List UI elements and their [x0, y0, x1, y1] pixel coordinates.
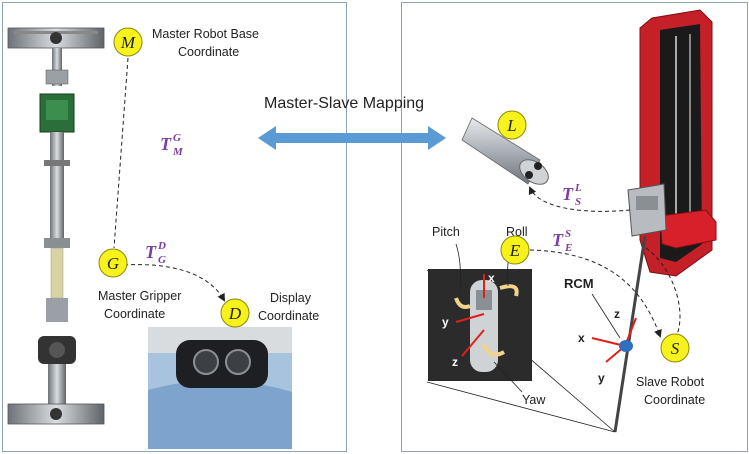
svg-text:T: T: [145, 242, 157, 262]
transform-T-S-L: T L S: [562, 182, 582, 208]
svg-text:T: T: [562, 184, 574, 204]
slave-base-label-2: Coordinate: [644, 393, 705, 407]
rcm-axis-z: z: [614, 307, 620, 321]
endoscope-tip-image: [461, 117, 549, 185]
svg-text:T: T: [552, 230, 564, 250]
svg-text:D: D: [228, 304, 242, 323]
display-label-1: Display: [270, 291, 312, 305]
link-M-G: [113, 57, 129, 249]
svg-text:D: D: [157, 240, 166, 252]
master-gripper-label-1: Master Gripper: [98, 289, 181, 303]
svg-text:L: L: [574, 182, 582, 194]
link-S-L: [528, 186, 631, 212]
inset-axis-x: x: [488, 271, 495, 285]
yaw-leader-line: [493, 361, 523, 393]
pitch-leader-line: [455, 243, 461, 291]
svg-text:M: M: [172, 146, 184, 158]
master-base-label-1: Master Robot Base: [152, 27, 259, 41]
node-S: S: [660, 333, 690, 363]
transform-T-G-D: T D G: [145, 240, 166, 266]
link-G-D: [123, 264, 225, 302]
inset-axis-y: y: [442, 315, 449, 329]
svg-text:G: G: [158, 254, 166, 266]
mapping-label: Master-Slave Mapping: [264, 95, 424, 112]
rcm-label: RCM: [564, 276, 594, 291]
slave-robot-illustration: [613, 9, 717, 433]
master-slave-arrow: [258, 126, 446, 150]
svg-text:S: S: [671, 339, 680, 358]
svg-text:G: G: [107, 254, 119, 273]
master-gripper-label-2: Coordinate: [104, 307, 165, 321]
transform-T-E-S: T S E: [552, 228, 572, 254]
svg-text:S: S: [575, 196, 581, 208]
link-E-S: [529, 249, 662, 338]
transform-T-M-G: T G M: [160, 132, 184, 158]
yaw-label: Yaw: [522, 393, 546, 407]
svg-text:T: T: [160, 134, 172, 154]
node-M: M: [113, 27, 143, 57]
slave-base-label-1: Slave Robot: [636, 375, 705, 389]
svg-text:G: G: [173, 132, 181, 144]
inset-axis-z: z: [452, 355, 458, 369]
master-base-label-2: Coordinate: [178, 45, 239, 59]
node-D: D: [220, 298, 250, 328]
rcm-leader-line: [591, 293, 621, 339]
svg-text:M: M: [120, 33, 136, 52]
svg-text:L: L: [506, 116, 516, 135]
node-L: L: [497, 110, 527, 140]
node-G: G: [98, 248, 128, 278]
svg-text:E: E: [564, 242, 572, 254]
roll-label: Roll: [506, 225, 528, 239]
end-effector-inset: x y z: [426, 269, 616, 433]
rcm-axis-y: y: [598, 371, 605, 385]
display-label-2: Coordinate: [258, 309, 319, 323]
rcm-frame: z x y: [578, 307, 637, 385]
svg-text:E: E: [509, 241, 521, 260]
display-headset-photo: [148, 327, 292, 449]
pitch-label: Pitch: [432, 225, 460, 239]
svg-text:S: S: [565, 228, 571, 240]
master-robot-illustration: [7, 27, 105, 425]
node-E: E: [500, 235, 530, 265]
rcm-axis-x: x: [578, 331, 585, 345]
